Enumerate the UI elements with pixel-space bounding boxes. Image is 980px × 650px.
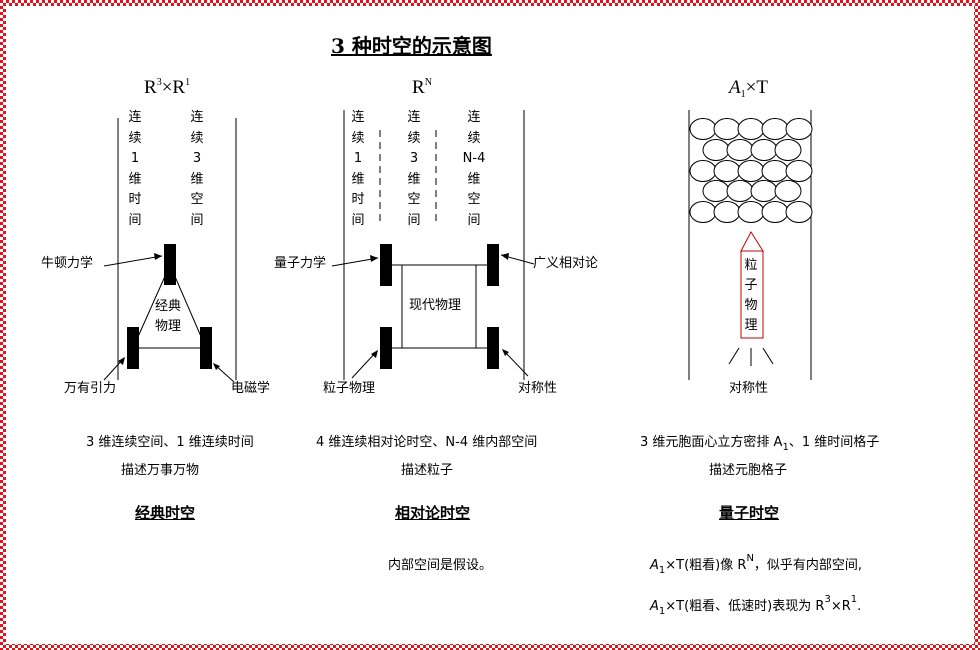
relativity-space-column: 连续 3 维空间 [406, 108, 422, 231]
quantum-particle-char: 理 [744, 318, 758, 333]
lattice-cell [737, 118, 765, 140]
classical-space-char: 维 [190, 171, 204, 187]
lattice-cell [702, 139, 730, 161]
classical-desc-2: 描述万事万物 [121, 463, 200, 478]
relativity-time-char: 续 [351, 130, 365, 146]
relativity-time-char: 连 [351, 110, 365, 125]
modern-physics-label: 现代物理 [409, 298, 462, 313]
lattice-cell [785, 160, 813, 182]
gravity-label: 万有引力 [64, 381, 117, 396]
classical-desc-1: 3 维连续空间、1 维连续时间 [86, 435, 254, 450]
relativity-desc-1: 4 维连续相对论时空、N-4 维内部空间 [316, 435, 538, 450]
lattice-cell [737, 201, 765, 223]
gr-label: 广义相对论 [533, 256, 599, 271]
page-title: 3 种时空的示意图 [331, 34, 492, 58]
quantum-particle-char: 粒 [744, 258, 758, 273]
relativity-time-char: 时 [351, 192, 365, 207]
classical-time-char: 维 [128, 171, 142, 187]
lattice-cell [713, 118, 741, 140]
quantum-note-2: A1×T(粗看、低速时)表现为 R3×R1. [650, 594, 862, 617]
classical-space-char: 3 [192, 151, 202, 166]
classical-time-char: 连 [128, 110, 142, 125]
relativity-note: 内部空间是假设。 [388, 558, 493, 573]
quantum-symmetry-label: 对称性 [729, 381, 769, 396]
relativity-space-char: 维 [407, 171, 421, 187]
quantum-particle-char: 物 [744, 298, 758, 313]
qm-label: 量子力学 [274, 256, 327, 271]
relativity-internal-char: N-4 [462, 151, 486, 166]
relativity-space-char: 续 [407, 130, 421, 146]
classical-space-char: 续 [190, 130, 204, 146]
lattice-cell [737, 160, 765, 182]
lattice-cell [750, 139, 778, 161]
classical-time-char: 续 [128, 130, 142, 146]
quantum-particle-char: 子 [744, 278, 758, 293]
relativity-internal-char: 连 [467, 110, 481, 125]
relativity-heading: 相对论时空 [395, 504, 471, 522]
classical-space-char: 连 [190, 110, 204, 125]
quantum-note-1: A1×T(粗看)像 RN，似乎有内部空间, [650, 553, 863, 576]
classical-space-char: 间 [190, 212, 204, 228]
relativity-space-char: 3 [409, 151, 419, 166]
lattice-cell [785, 118, 813, 140]
classical-space-char: 空 [190, 192, 204, 207]
quantum-desc-2: 描述元胞格子 [709, 463, 788, 478]
classical-time-char: 时 [128, 192, 142, 207]
relativity-internal-char: 间 [467, 212, 481, 228]
classical-time-char: 间 [128, 212, 142, 228]
classical-heading: 经典时空 [135, 504, 196, 522]
relativity-internal-char: 维 [467, 171, 481, 187]
quantum-particle-label: 粒子物理 [743, 256, 759, 336]
lattice-cell [689, 160, 717, 182]
relativity-space-char: 空 [407, 192, 421, 207]
relativity-time-char: 维 [351, 171, 365, 187]
particle-box [740, 250, 764, 339]
relativity-header: RN [412, 77, 432, 98]
lattice-cell [774, 139, 802, 161]
quantum-diagram [688, 110, 813, 380]
lattice-cell [761, 160, 789, 182]
relativity-space-char: 连 [407, 110, 421, 125]
lattice-cell [702, 180, 730, 202]
quantum-heading: 量子时空 [719, 504, 780, 522]
relativity-time-char: 1 [353, 151, 363, 166]
relativity-internal-char: 空 [467, 192, 481, 207]
relativity-internal-char: 续 [467, 130, 481, 146]
lattice-cell [726, 139, 754, 161]
relativity-internal-column: 连续 N-4 维空间 [462, 108, 486, 231]
relativity-time-column: 连续 1 维时间 [350, 108, 366, 231]
symmetry-label: 对称性 [518, 381, 558, 396]
lattice-cell [713, 160, 741, 182]
lattice-cell [774, 180, 802, 202]
classical-space-column: 连续 3 维空间 [189, 108, 205, 231]
classical-center-label-2: 物理 [155, 319, 182, 334]
lattice-cell [689, 118, 717, 140]
em-block [200, 327, 212, 369]
lattice-cell [785, 201, 813, 223]
lattice-cell [750, 180, 778, 202]
relativity-time-char: 间 [351, 212, 365, 228]
relativity-desc-2: 描述粒子 [401, 463, 454, 478]
classical-header: R3×R1 [144, 77, 191, 98]
lattice-cell [761, 201, 789, 223]
quantum-header: A1×T [729, 77, 768, 100]
classical-time-char: 1 [130, 151, 140, 166]
em-label: 电磁学 [231, 381, 271, 396]
relativity-space-char: 间 [407, 212, 421, 228]
classical-diagram [103, 118, 237, 383]
gravity-block [127, 327, 139, 369]
classical-time-column: 连续 1 维时间 [127, 108, 143, 231]
newton-block [164, 244, 176, 285]
lattice-cell [726, 180, 754, 202]
relativity-diagram [331, 110, 535, 380]
quantum-desc-1: 3 维元胞面心立方密排 A1、1 维时间格子 [640, 435, 880, 453]
newton-label: 牛顿力学 [41, 256, 94, 271]
particle-physics-label: 粒子物理 [323, 381, 376, 396]
lattice-cell [689, 201, 717, 223]
lattice-cell [761, 118, 789, 140]
lattice-cell [713, 201, 741, 223]
classical-center-label: 经典 [155, 299, 182, 314]
